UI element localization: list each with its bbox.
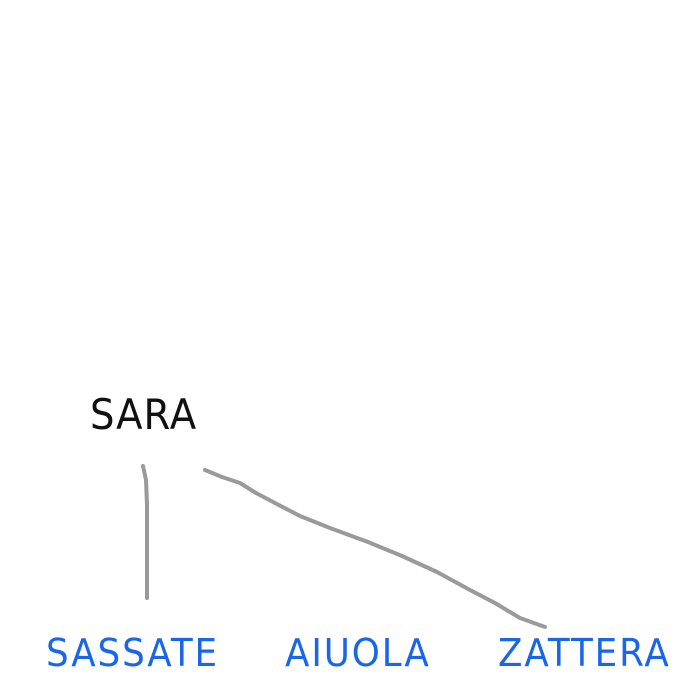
option-word-zattera[interactable]: ZATTERA [498, 631, 671, 675]
link-root-to-zattera [203, 468, 547, 629]
option-word-sassate[interactable]: SASSATE [46, 631, 220, 675]
link-root-to-sassate [141, 464, 149, 600]
option-word-aiuola[interactable]: AIUOLA [285, 631, 431, 675]
root-word[interactable]: SARA [90, 390, 198, 439]
